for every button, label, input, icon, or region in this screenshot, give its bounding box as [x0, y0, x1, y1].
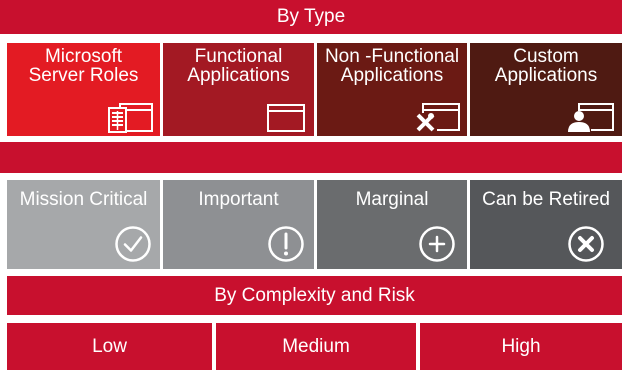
type-label-line1: Functional	[194, 46, 283, 67]
window-icon	[267, 104, 305, 132]
category-tile-mission-critical: Mission Critical	[7, 180, 160, 269]
plus-circle-icon	[419, 226, 455, 262]
type-label-line2: Applications	[340, 65, 444, 86]
category-tile-important: Important	[163, 180, 314, 269]
type-tile-non-functional-applications: Non -Functional Applications	[317, 43, 467, 136]
category-tile-can-be-retired: Can be Retired	[470, 180, 622, 269]
type-label-line2: Applications	[187, 65, 290, 86]
level-label: High	[501, 335, 541, 357]
level-low: Low	[7, 323, 212, 370]
level-label: Medium	[282, 335, 350, 357]
type-label-line1: Microsoft	[44, 46, 123, 67]
x-circle-icon	[568, 226, 604, 262]
type-tile-microsoft-server-roles: Microsoft Server Roles	[7, 43, 160, 136]
category-label: Can be Retired	[482, 189, 610, 210]
level-label: Low	[92, 335, 127, 357]
exclamation-circle-icon	[268, 226, 304, 262]
user-window-icon	[567, 103, 614, 132]
type-label-line2: Applications	[494, 65, 598, 86]
divider-band	[0, 142, 622, 173]
category-tile-marginal: Marginal	[317, 180, 467, 269]
level-medium: Medium	[216, 323, 416, 370]
tools-window-icon	[415, 103, 460, 132]
by-type-header: By Type	[0, 0, 622, 34]
check-circle-icon	[115, 226, 151, 262]
level-high: High	[420, 323, 622, 370]
server-window-icon	[108, 103, 153, 133]
type-tile-custom-applications: Custom Applications	[470, 43, 622, 136]
type-label-line1: Custom	[513, 46, 579, 67]
category-label: Marginal	[355, 189, 429, 210]
category-label: Important	[198, 189, 279, 210]
type-label-line1: Non -Functional	[324, 46, 460, 67]
type-tile-functional-applications: Functional Applications	[163, 43, 314, 136]
category-label: Mission Critical	[19, 189, 148, 210]
by-type-title: By Type	[276, 6, 346, 27]
type-label-line2: Server Roles	[28, 65, 139, 86]
complexity-title: By Complexity and Risk	[214, 284, 415, 306]
complexity-header: By Complexity and Risk	[7, 276, 622, 315]
